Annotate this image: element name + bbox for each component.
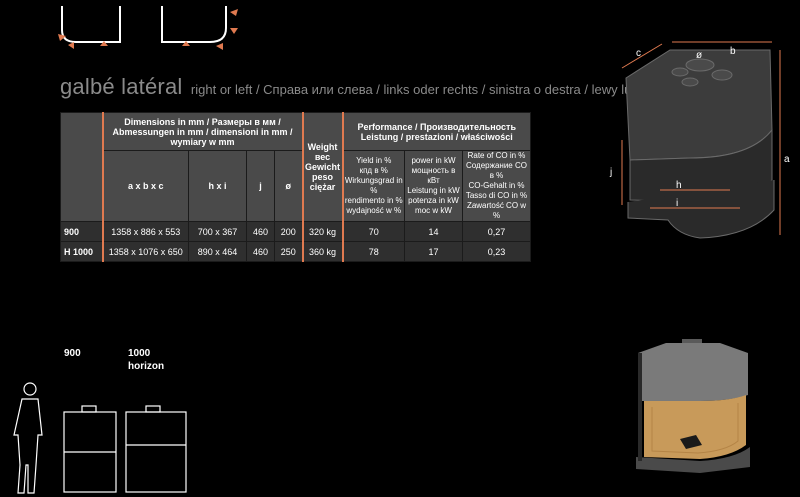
- title-subtitle: right or left / Справа или слева / links…: [190, 82, 677, 97]
- cell-axbxc: 1358 x 1076 x 650: [101, 241, 189, 262]
- cell-co: 0,23: [462, 241, 531, 262]
- cell-power: 17: [404, 241, 463, 262]
- cell-yield: 70: [342, 221, 405, 242]
- plan-view-right-icon: [161, 6, 238, 50]
- col-hxi: h x i: [188, 150, 247, 222]
- cell-yield: 78: [342, 241, 405, 262]
- cell-j: 460: [246, 241, 275, 262]
- cell-j: 460: [246, 221, 275, 242]
- stove-900-outline: [63, 405, 117, 493]
- header-weight: Weight вес Gewicht peso ciężar: [302, 112, 344, 222]
- col-j: j: [246, 150, 275, 222]
- stove-1000-outline: [125, 405, 187, 493]
- fireplace-product-image: [636, 339, 750, 473]
- col-co: Rate of CO in % Содержание CO в % CO-Geh…: [462, 150, 531, 222]
- cell-co: 0,27: [462, 221, 531, 242]
- header-model: [60, 112, 103, 222]
- size-comparison-illustration: [13, 382, 187, 494]
- label-i: i: [676, 198, 678, 209]
- cell-axbxc: 1358 x 886 x 553: [101, 221, 189, 242]
- cell-power: 14: [404, 221, 463, 242]
- label-b: b: [730, 46, 736, 57]
- col-o: ø: [274, 150, 304, 222]
- cell-o: 250: [274, 241, 304, 262]
- col-axbxc: a x b x c: [101, 150, 189, 222]
- label-900: 900: [64, 348, 81, 359]
- plan-view-icons: [58, 6, 238, 50]
- table-row: 900 1358 x 886 x 553 700 x 367 460 200 3…: [60, 221, 531, 242]
- cell-hxi: 700 x 367: [188, 221, 247, 242]
- col-power: power in kW мощность в кВт Leistung in k…: [404, 150, 463, 222]
- section-title: galbé latéral right or left / Справа или…: [60, 74, 677, 100]
- header-performance: Performance / Производительность Leistun…: [342, 112, 531, 151]
- title-main: galbé latéral: [60, 74, 183, 99]
- fireplace-dimension-diagram: c b ø a j h i: [609, 41, 790, 239]
- label-1000: 1000: [128, 348, 151, 359]
- spec-table: Dimensions in mm / Размеры в мм / Abmess…: [60, 112, 531, 262]
- label-o: ø: [696, 50, 702, 61]
- cell-weight: 320 kg: [302, 221, 344, 242]
- table-row: H 1000 1358 x 1076 x 650 890 x 464 460 2…: [60, 241, 531, 262]
- label-a: a: [784, 154, 790, 165]
- label-c: c: [636, 48, 641, 59]
- label-h: h: [676, 180, 682, 191]
- label-j: j: [609, 167, 612, 178]
- cell-weight: 360 kg: [302, 241, 344, 262]
- col-yield: Yield in % кпд в % Wirkungsgrad in % ren…: [342, 150, 405, 222]
- cell-o: 200: [274, 221, 304, 242]
- plan-view-left-icon: [58, 6, 121, 49]
- label-horizon: horizon: [128, 361, 165, 372]
- row-model: H 1000: [60, 241, 103, 262]
- cell-hxi: 890 x 464: [188, 241, 247, 262]
- human-silhouette-icon: [13, 382, 43, 494]
- header-dimensions: Dimensions in mm / Размеры в мм / Abmess…: [101, 112, 304, 151]
- row-model: 900: [60, 221, 103, 242]
